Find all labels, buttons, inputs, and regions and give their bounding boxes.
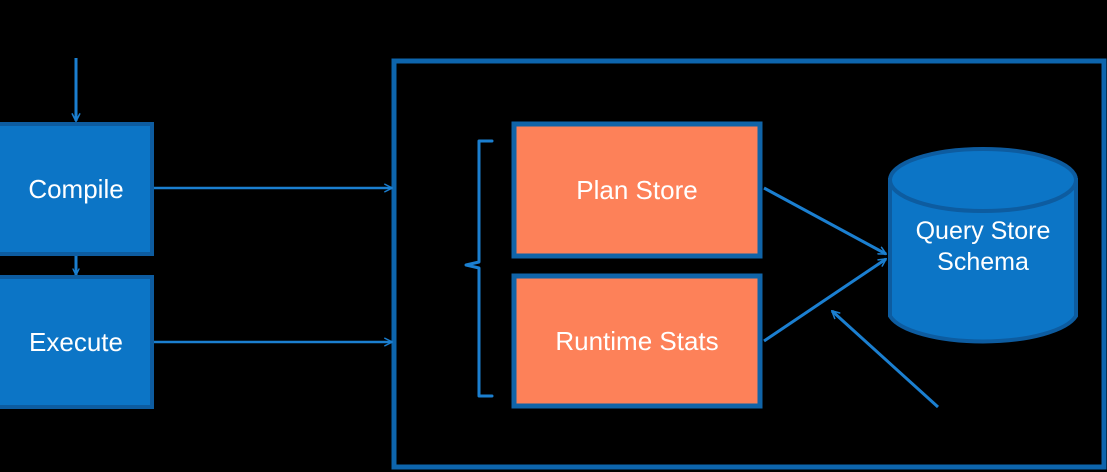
connector-plan-store-to-query-store-schema [763, 186, 888, 256]
node-compile[interactable] [0, 122, 154, 256]
cylinder-top-ellipse [888, 147, 1078, 213]
node-query-store-schema[interactable] [888, 147, 1078, 344]
connector-runtime-stats-to-query-store-schema [763, 257, 888, 343]
node-runtime-stats[interactable] [511, 273, 763, 409]
query-store-container [391, 58, 1107, 470]
node-execute[interactable] [0, 275, 154, 409]
stores-bracket [464, 139, 494, 398]
node-plan-store[interactable] [511, 121, 763, 259]
connector-external-to-query-store-schema [830, 309, 940, 409]
